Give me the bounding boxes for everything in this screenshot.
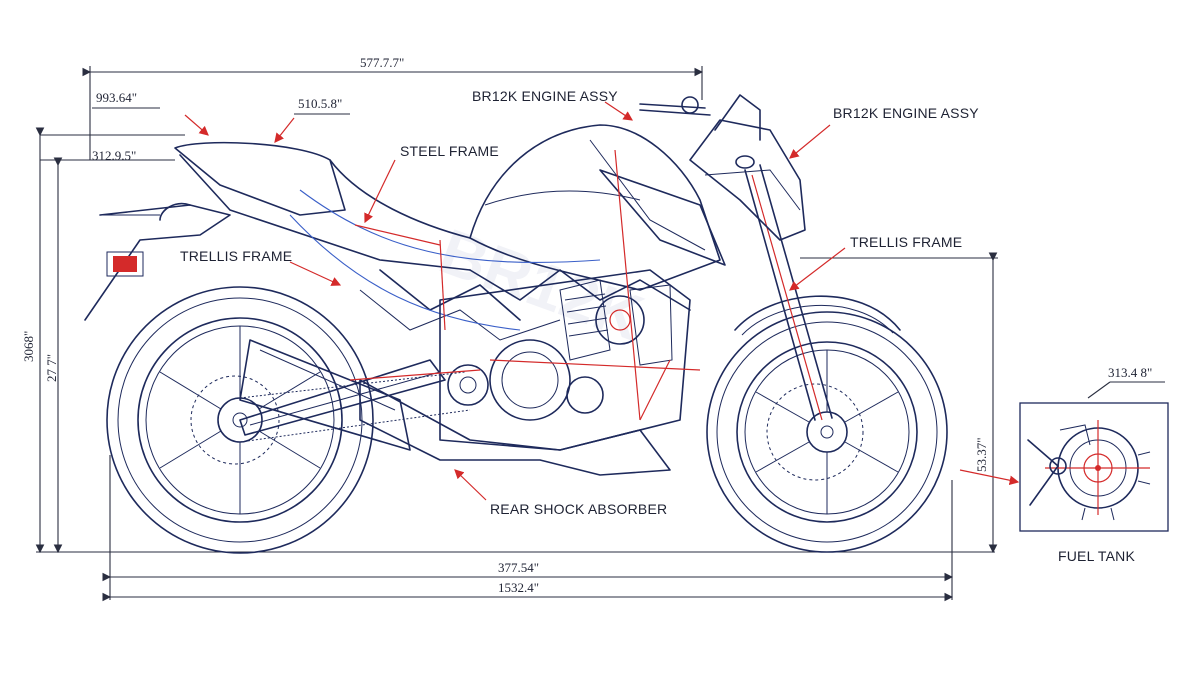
dim-bottom-a: 377.54" bbox=[498, 560, 539, 575]
swingarm bbox=[239, 359, 446, 436]
detail-inset bbox=[959, 381, 1169, 532]
label-fuel-tank: FUEL TANK bbox=[1058, 548, 1135, 564]
label-engine-assy-left: BR12K ENGINE ASSY bbox=[472, 88, 618, 104]
dim-bottom-b: 1532.4" bbox=[498, 580, 539, 595]
dim-seat-length: 510.5.8" bbox=[298, 96, 342, 111]
label-trellis-frame-right: TRELLIS FRAME bbox=[850, 234, 962, 250]
dim-top-overall: 577.7.7" bbox=[360, 55, 404, 70]
dim-tail-height: 312.9.5" bbox=[92, 148, 136, 163]
headlight-fairing bbox=[639, 94, 806, 241]
tail-seat bbox=[84, 141, 471, 321]
label-engine-assy-right: BR12K ENGINE ASSY bbox=[833, 105, 979, 121]
dimension-lines bbox=[35, 66, 998, 602]
front-fork bbox=[744, 164, 833, 421]
centerlines bbox=[349, 149, 701, 421]
motorcycle-drawing bbox=[84, 94, 948, 554]
engine bbox=[439, 269, 691, 451]
label-steel-frame: STEEL FRAME bbox=[400, 143, 499, 159]
dim-front-wheel: 53.37" bbox=[974, 437, 989, 472]
dim-left-height-b: 27 7" bbox=[44, 354, 59, 382]
fuel-tank-body bbox=[469, 124, 726, 291]
dim-detail: 313.4 8" bbox=[1108, 365, 1152, 380]
label-trellis-frame-left: TRELLIS FRAME bbox=[180, 248, 292, 264]
exhaust bbox=[359, 379, 671, 476]
front-wheel bbox=[706, 295, 948, 553]
dim-seat-height: 993.64" bbox=[96, 90, 137, 105]
tail-light bbox=[113, 256, 137, 272]
label-leaders bbox=[184, 101, 846, 501]
dim-left-height-a: 3068" bbox=[21, 331, 36, 362]
label-rear-shock: REAR SHOCK ABSORBER bbox=[490, 501, 667, 517]
